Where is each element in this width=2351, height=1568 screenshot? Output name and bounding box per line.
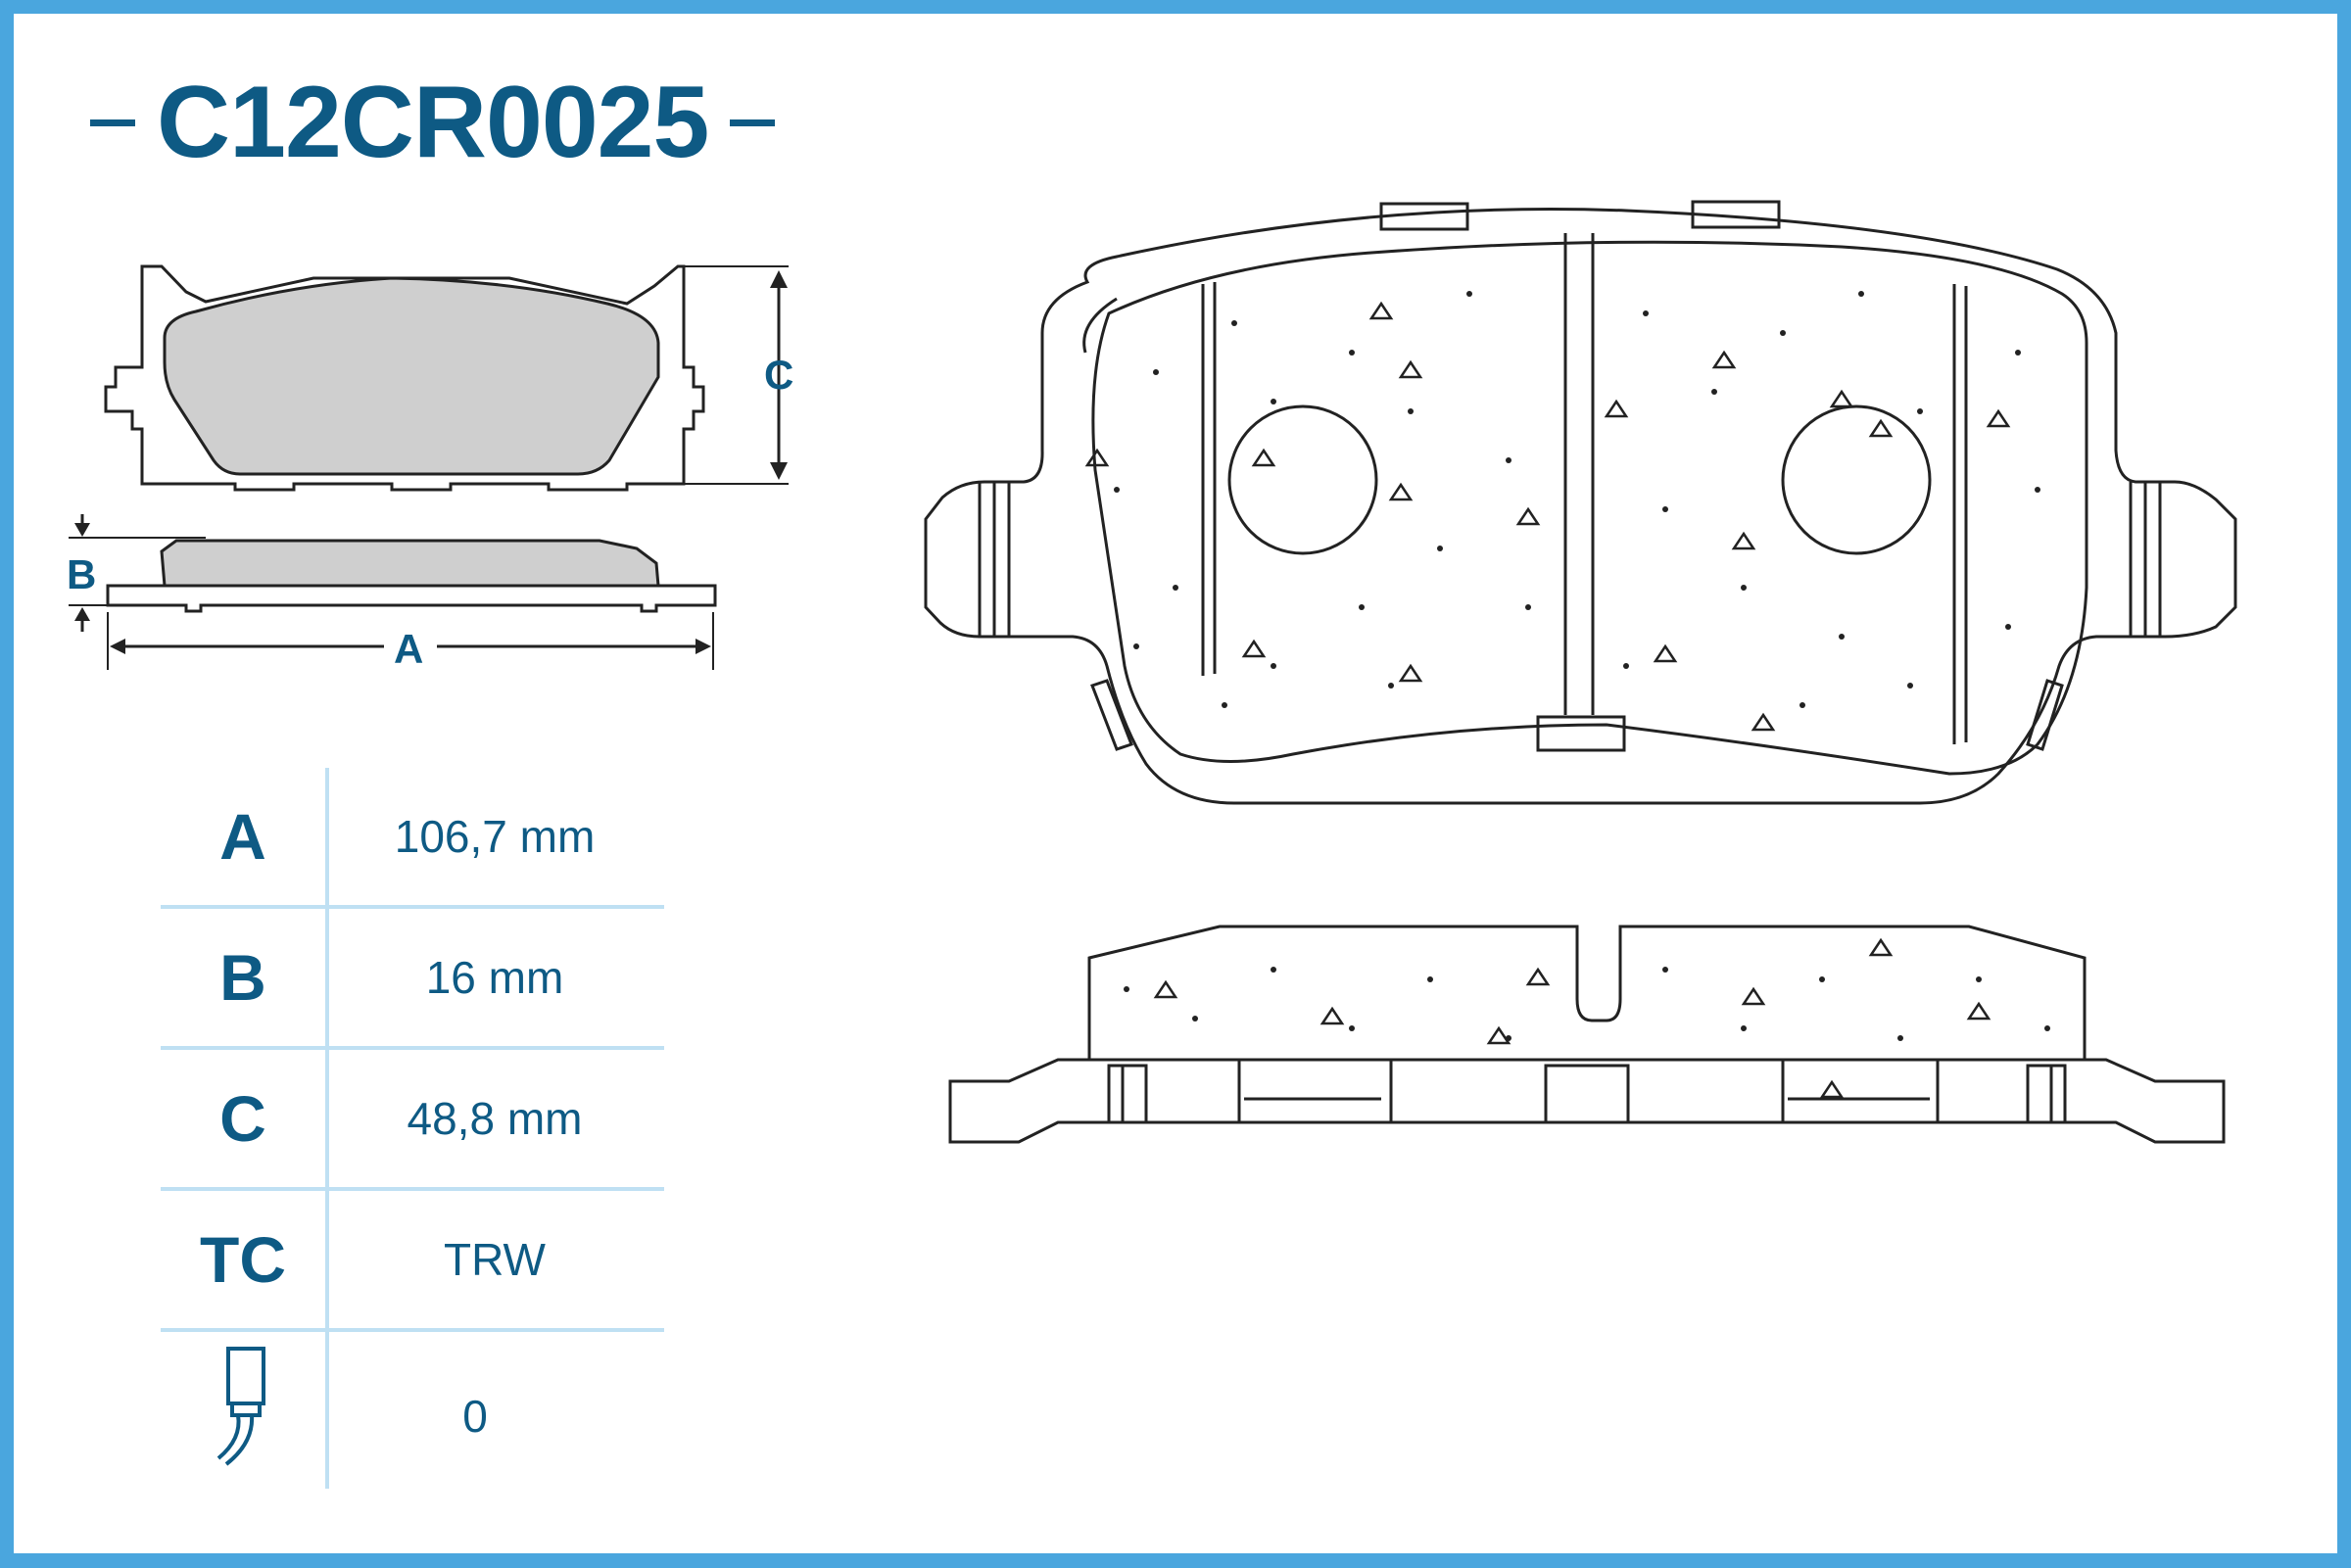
page-frame [14, 14, 2337, 1553]
spec-key: TC [200, 1223, 286, 1296]
spec-key: A [219, 800, 266, 873]
spec-row-a: A 106,7 mm [161, 768, 664, 909]
dim-label-b: B [67, 551, 97, 597]
spec-table-divider [325, 768, 329, 1489]
spec-table: A 106,7 mm B 16 mm C 48,8 mm TC TRW 0 [161, 768, 664, 1500]
title-dash-left [90, 119, 135, 126]
spec-key: B [219, 941, 266, 1014]
spec-key: C [219, 1082, 266, 1155]
spec-value: TRW [444, 1234, 546, 1285]
part-number: C12CR0025 [157, 66, 709, 179]
spec-value: 16 mm [425, 952, 564, 1003]
spec-row-b: B 16 mm [161, 909, 664, 1050]
spec-row-wear-sensor: 0 [161, 1332, 664, 1500]
spec-row-tc: TC TRW [161, 1191, 664, 1332]
title-dash-right [730, 119, 776, 126]
page-title: C12CR0025 [90, 66, 776, 179]
wear-sensor-icon [161, 1341, 325, 1493]
friction-pad-front [163, 276, 660, 476]
spec-value: 48,8 mm [407, 1093, 583, 1144]
dim-label-a: A [394, 626, 424, 672]
dim-label-c: C [764, 352, 794, 398]
spec-value: 0 [462, 1391, 488, 1442]
spec-value: 106,7 mm [394, 811, 596, 862]
spec-row-c: C 48,8 mm [161, 1050, 664, 1191]
